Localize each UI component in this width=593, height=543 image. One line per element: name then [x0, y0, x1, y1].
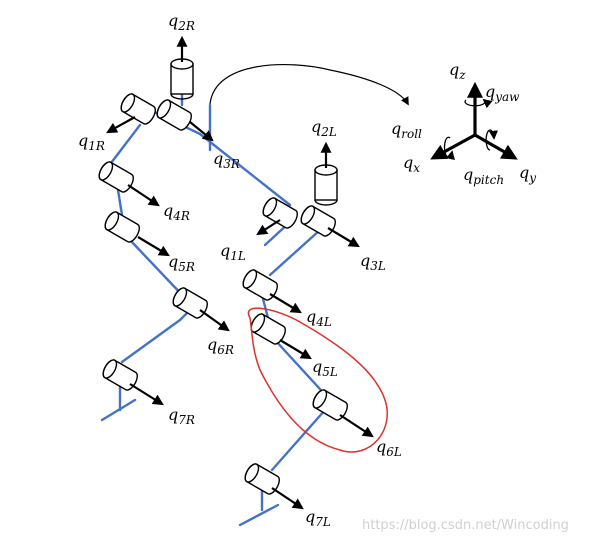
link-right-thigh	[116, 188, 124, 217]
axis-q5L-arrow	[279, 339, 312, 360]
joint-q7L-cylinder	[244, 463, 280, 495]
axis-q4R-arrow	[127, 184, 160, 207]
watermark: https://blog.csdn.net/Wincoding	[362, 518, 569, 533]
label-q3L: q3L	[360, 251, 386, 273]
link-right-lower	[120, 318, 182, 364]
label-q7L: q7L	[305, 507, 331, 529]
label-q2L: q2L	[311, 117, 337, 139]
label-q5R: q5R	[168, 252, 195, 274]
label-qy: qy	[519, 163, 536, 185]
joint-q7R-cylinder	[102, 359, 138, 391]
joint-q5R-cylinder	[104, 211, 140, 243]
yaw-rotation-icon	[464, 98, 493, 109]
label-q6L: q6L	[376, 437, 402, 459]
link-right-shin	[128, 238, 187, 300]
base-frame	[430, 81, 518, 160]
label-q1L: q1L	[220, 241, 246, 263]
left-foot	[238, 503, 280, 527]
label-q7R: q7R	[168, 405, 195, 427]
axis-q3R-arrow	[189, 121, 214, 142]
label-q4L: q4L	[306, 307, 332, 329]
label-qx: qx	[403, 153, 420, 175]
label-q4R: q4R	[163, 201, 190, 223]
axis-q1L-arrow	[256, 219, 281, 236]
label-qpitch: qpitch	[463, 165, 504, 187]
joint-q1L-cylinder	[262, 197, 298, 229]
joint-q3L-cylinder	[300, 205, 336, 237]
horizontal-joints	[98, 93, 348, 495]
joint-axes	[106, 35, 374, 510]
highlight-knee-joints	[247, 307, 388, 453]
joint-q6L-cylinder	[312, 389, 348, 421]
joint-q2L-cylinder	[314, 164, 338, 206]
joint-q6R-cylinder	[172, 287, 208, 319]
axis-q4L-arrow	[269, 293, 302, 314]
label-qroll: qroll	[391, 119, 422, 141]
joint-q5L-cylinder	[250, 313, 286, 345]
axis-q5R-arrow	[137, 236, 170, 257]
joint-labels: q2R q1R q3R q4R q5R q6R q7R q2L q1L q3L q4L q5L q6L q…	[78, 11, 536, 529]
label-q5L: q5L	[312, 357, 338, 379]
joint-q4R-cylinder	[98, 161, 134, 193]
right-foot	[100, 398, 137, 422]
link-left-lower	[270, 408, 327, 472]
axis-q6L-arrow	[339, 414, 374, 438]
axis-q7L-arrow	[271, 487, 304, 510]
axis-q3L-arrow	[327, 227, 360, 248]
frame-transition-arrow	[209, 64, 409, 106]
label-q6R: q6R	[207, 335, 234, 357]
joint-q2R-cylinder	[170, 58, 194, 100]
label-qz: qz	[449, 60, 466, 82]
axis-q7R-arrow	[129, 383, 164, 406]
rotation-indicators	[443, 98, 498, 161]
label-q2R: q2R	[168, 11, 195, 33]
joint-q1R-cylinder	[120, 93, 156, 125]
joint-q3R-cylinder	[156, 99, 192, 131]
label-q3R: q3R	[213, 149, 240, 171]
link-left-shin	[273, 338, 332, 402]
joint-q4L-cylinder	[242, 269, 278, 301]
label-q1R: q1R	[78, 131, 105, 153]
link-right-hip-thigh	[106, 123, 142, 169]
link-pelvis	[198, 132, 292, 207]
roll-rotation-icon	[443, 136, 455, 161]
axis-q1R-arrow	[106, 116, 136, 134]
pitch-rotation-icon	[485, 129, 498, 151]
label-qyaw: qyaw	[485, 82, 520, 104]
axis-q6R-arrow	[199, 309, 230, 332]
axis-x-arrow	[430, 133, 476, 160]
axis-y-arrow	[474, 133, 518, 160]
